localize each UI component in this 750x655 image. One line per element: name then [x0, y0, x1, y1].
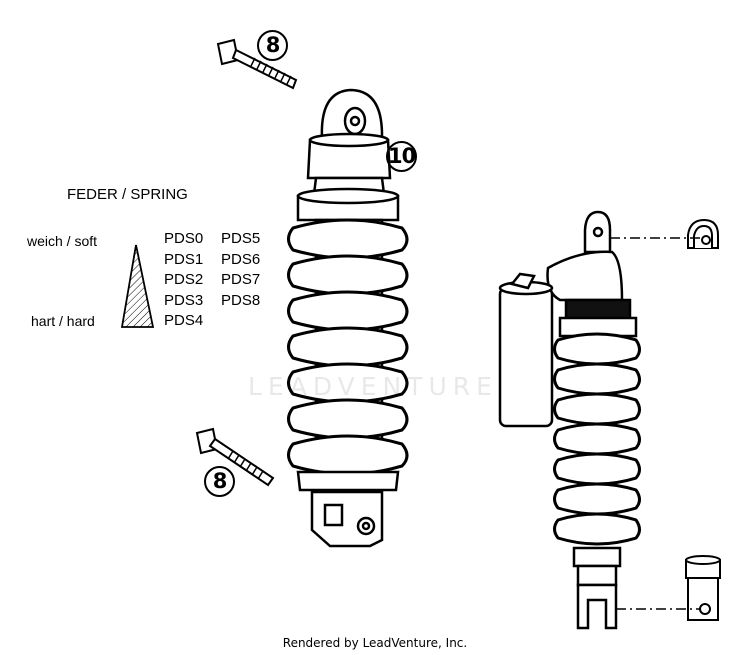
shock-absorber-reservoir — [498, 210, 641, 630]
hard-label: hart / hard — [31, 313, 95, 329]
pds-item: PDS0 — [164, 230, 204, 247]
pds-list-1: PDS0 PDS1 PDS2 PDS3 PDS4 — [164, 229, 203, 332]
callout-bolt-bottom: 8 — [204, 466, 235, 497]
pds-item: PDS1 — [164, 250, 204, 268]
bolt-bottom — [195, 427, 275, 487]
soft-label: weich / soft — [27, 233, 98, 249]
detail-top-eye — [610, 218, 719, 249]
spring-hardness-triangle — [120, 244, 155, 328]
shock-absorber-main — [287, 88, 409, 548]
callout-shock-top: 10 — [386, 141, 417, 172]
callout-bolt-top: 8 — [257, 30, 288, 61]
spring-legend-title: FEDER / SPRING — [67, 186, 188, 203]
pds-item: PDS4 — [164, 312, 204, 329]
pds-item: PDS3 — [164, 291, 204, 309]
pds-list-2: PDS5 PDS6 PDS7 PDS8 — [221, 229, 260, 311]
bolt-top — [216, 38, 298, 90]
pds-item: PDS7 — [221, 271, 261, 288]
pds-item: PDS6 — [221, 250, 261, 268]
pds-item: PDS8 — [221, 291, 261, 309]
detail-bottom-clevis — [616, 555, 721, 621]
pds-item: PDS2 — [164, 271, 204, 288]
pds-item: PDS5 — [221, 230, 261, 247]
footer-credit: Rendered by LeadVenture, Inc. — [282, 636, 468, 650]
watermark: LEADVENTURE — [248, 372, 498, 401]
